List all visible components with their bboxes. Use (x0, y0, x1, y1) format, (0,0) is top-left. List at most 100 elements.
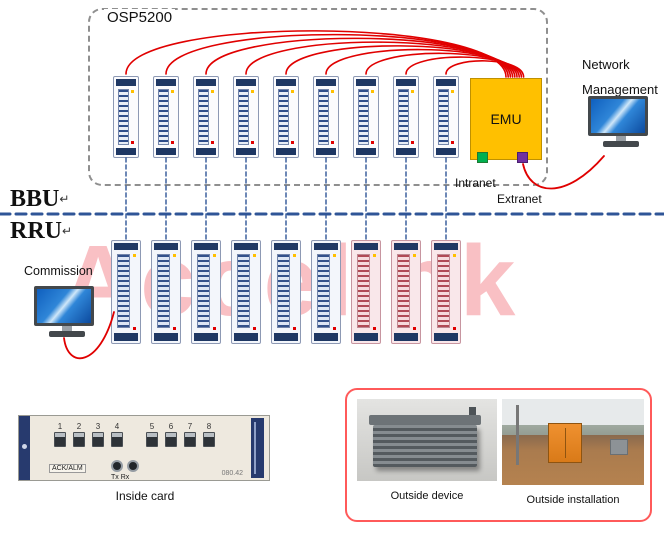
card-right-panel (251, 418, 264, 478)
rru-card (391, 240, 421, 344)
status-led (213, 327, 216, 330)
status-led (173, 254, 176, 257)
card-port-strip (277, 254, 290, 328)
inside-card-port: 2 (72, 422, 86, 447)
rru-card (351, 240, 381, 344)
status-led (333, 327, 336, 330)
card-port-strip (238, 89, 249, 145)
rru-card (191, 240, 221, 344)
card-port-strip (317, 254, 330, 328)
return-mark: ↵ (59, 192, 70, 206)
status-led (171, 90, 174, 93)
status-led (451, 90, 454, 93)
card-port-strip (118, 89, 129, 145)
status-led (411, 90, 414, 93)
return-mark: ↵ (62, 224, 73, 238)
status-led (213, 254, 216, 257)
status-led (331, 90, 334, 93)
bbu-section-label: BBU↵ (10, 186, 69, 213)
orange-cabinet (548, 423, 582, 463)
bbu-card (313, 76, 339, 158)
status-led (293, 254, 296, 257)
status-led (371, 90, 374, 93)
outside-panel: Outside device Outside installation (345, 388, 652, 522)
bbu-card (233, 76, 259, 158)
inside-card-port: 8 (202, 422, 216, 447)
card-port-strip (437, 254, 450, 328)
port-number: 8 (206, 422, 212, 431)
status-led (251, 141, 254, 144)
bbu-card (153, 76, 179, 158)
card-port-strip (157, 254, 170, 328)
port-number: 3 (95, 422, 101, 431)
rru-text: RRU (10, 218, 62, 244)
bbu-card (193, 76, 219, 158)
port-number: 7 (187, 422, 193, 431)
status-led (253, 327, 256, 330)
status-led (371, 141, 374, 144)
card-port-strip (357, 254, 370, 328)
tx-port-icon (111, 460, 123, 472)
card-port-strip (318, 89, 329, 145)
rru-card (431, 240, 461, 344)
status-led (411, 141, 414, 144)
card-port-strip (197, 254, 210, 328)
port-jack-icon (146, 432, 158, 447)
bbu-card (393, 76, 419, 158)
port-jack-icon (92, 432, 104, 447)
status-led (253, 254, 256, 257)
bbu-card (113, 76, 139, 158)
port-jack-icon (111, 432, 123, 447)
inside-card-port: 1 (53, 422, 67, 447)
outside-device-caption: Outside device (390, 490, 464, 502)
status-led (171, 141, 174, 144)
status-led (133, 327, 136, 330)
outside-installation-photo (502, 399, 644, 485)
commission-monitor-icon (34, 286, 100, 337)
port-number: 4 (114, 422, 120, 431)
status-led (453, 327, 456, 330)
card-port-strip (117, 254, 130, 328)
port-jack-icon (184, 432, 196, 447)
monitor-screen (588, 96, 648, 136)
status-led (333, 254, 336, 257)
rru-card (271, 240, 301, 344)
status-led (131, 90, 134, 93)
rru-card (111, 240, 141, 344)
card-port-strip (438, 89, 449, 145)
card-port-strip (397, 254, 410, 328)
ack-alm-label: ACK/ALM (49, 464, 86, 473)
network-management-label: Network Management (582, 52, 658, 102)
port-jack-icon (165, 432, 177, 447)
inside-card-port: 7 (183, 422, 197, 447)
status-led (413, 327, 416, 330)
rru-card (151, 240, 181, 344)
intranet-label: Intranet (455, 176, 496, 190)
monitor-screen (34, 286, 94, 326)
port-jack-icon (73, 432, 85, 447)
bbu-card (273, 76, 299, 158)
inside-card-caption: Inside card (115, 489, 175, 503)
port-number: 1 (57, 422, 63, 431)
inside-card-port: 5 (145, 422, 159, 447)
status-led (211, 141, 214, 144)
device-antenna-stub (469, 407, 476, 417)
extranet-port-icon (517, 152, 528, 163)
status-led (291, 90, 294, 93)
device-lid (369, 415, 481, 425)
bbu-card (353, 76, 379, 158)
status-led (291, 141, 294, 144)
outside-installation-caption: Outside installation (526, 494, 620, 506)
status-led (413, 254, 416, 257)
port-jack-icon (54, 432, 66, 447)
gray-box (610, 439, 628, 455)
outside-device-photo (357, 399, 497, 481)
bbu-text: BBU (10, 186, 60, 212)
device-ribbed-enclosure (373, 425, 477, 467)
osp5200-label: OSP5200 (104, 9, 176, 26)
network-management-monitor-icon (588, 96, 654, 147)
inside-card-port: 4 (110, 422, 124, 447)
emu-label: EMU (490, 111, 522, 127)
